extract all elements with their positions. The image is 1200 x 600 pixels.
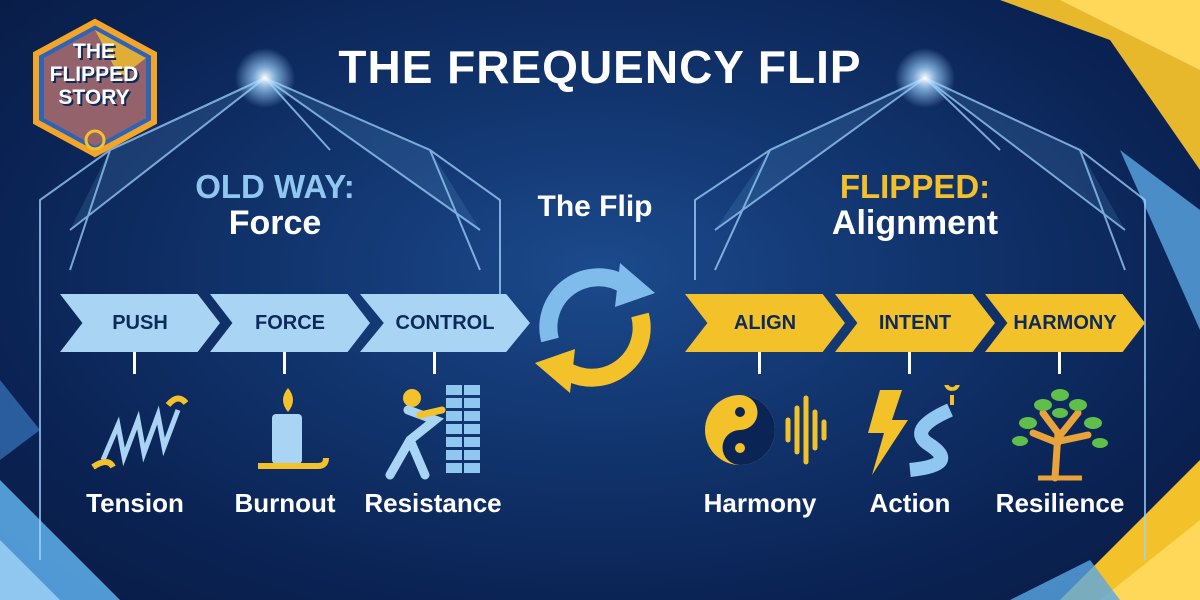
step-label: PUSH <box>112 312 168 334</box>
right-heading-line-2: Alignment <box>831 204 999 242</box>
connector-line <box>433 352 436 374</box>
outcome-resistance: Resistance <box>364 488 502 518</box>
step-align: ALIGN <box>685 294 845 352</box>
flip-label: The Flip <box>537 190 653 223</box>
step-push: PUSH <box>60 294 220 352</box>
step-force: FORCE <box>210 294 370 352</box>
outcome-tension: Tension <box>86 488 184 518</box>
step-control: CONTROL <box>360 294 530 352</box>
tree-icon <box>1012 389 1108 482</box>
left-heading-line-2: Force <box>228 204 322 242</box>
logo-badge <box>33 18 157 158</box>
step-label: ALIGN <box>733 312 797 334</box>
step-label: CONTROL <box>395 312 495 334</box>
step-label: INTENT <box>878 312 952 334</box>
outcome-action: Action <box>869 488 951 518</box>
refresh-arrows-icon <box>535 263 655 393</box>
right-heading-line-1: FLIPPED: <box>839 168 991 205</box>
left-heading-line-1: OLD WAY: <box>195 168 355 205</box>
headphones-icon <box>84 129 106 151</box>
lightning-path-icon <box>868 385 960 477</box>
logo-line-3: STORY <box>58 86 130 109</box>
candle-icon <box>258 388 329 469</box>
person-pushing-wall-icon <box>385 385 480 480</box>
yin-yang-sound-icon <box>705 395 827 465</box>
logo-line-2: FLIPPED <box>49 63 139 86</box>
spring-icon <box>91 395 188 470</box>
connector-line <box>1058 352 1061 374</box>
outcome-resilience: Resilience <box>995 488 1125 518</box>
step-harmony: HARMONY <box>985 294 1145 352</box>
logo-text: THE FLIPPED STORY <box>38 40 150 109</box>
logo-line-1: THE <box>73 40 115 63</box>
outcome-burnout: Burnout <box>234 488 336 518</box>
step-label: FORCE <box>255 312 325 334</box>
step-label: HARMONY <box>1013 312 1117 334</box>
connector-line <box>133 352 136 374</box>
step-intent: INTENT <box>835 294 995 352</box>
outcome-harmony: Harmony <box>703 488 817 518</box>
page-title: THE FREQUENCY FLIP <box>338 41 862 93</box>
connector-line <box>758 352 761 374</box>
connector-line <box>908 352 911 374</box>
connector-line <box>283 352 286 374</box>
